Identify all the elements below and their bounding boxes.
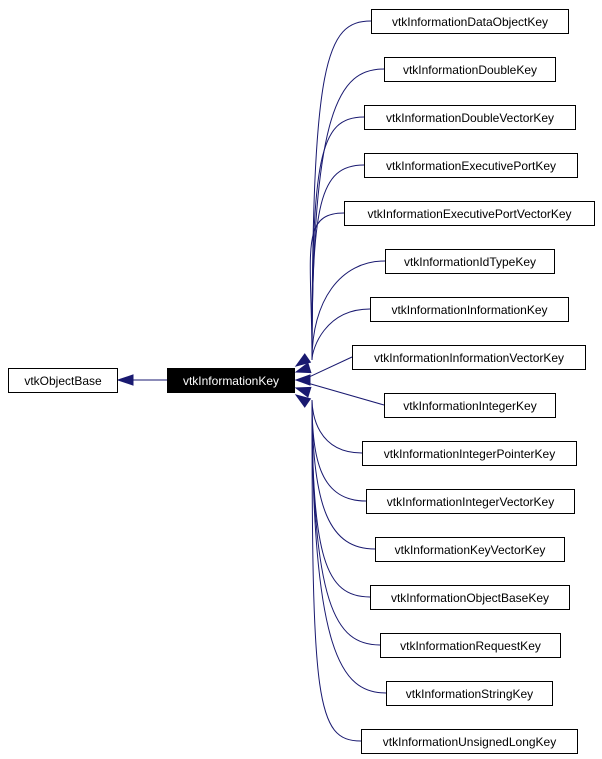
edge-information-key [311,308,371,361]
node-double-vector-key[interactable]: vtkInformationDoubleVectorKey [364,105,576,130]
edge-executive-port-key [311,164,365,361]
edge-focus-to-base [116,374,167,386]
node-integer-key[interactable]: vtkInformationIntegerKey [384,393,556,418]
node-base-label: vtkObjectBase [24,374,102,388]
node-executive-port-key[interactable]: vtkInformationExecutivePortKey [364,153,578,178]
node-integer-vector-key[interactable]: vtkInformationIntegerVectorKey [366,489,575,514]
arrowhead-focus-4 [294,394,312,408]
node-information-vector-key[interactable]: vtkInformationInformationVectorKey [352,345,586,370]
node-string-key[interactable]: vtkInformationStringKey [386,681,553,706]
node-object-base-key-label: vtkInformationObjectBaseKey [391,591,549,605]
node-focus-label: vtkInformationKey [183,374,279,388]
edge-unsigned-long-key [311,399,362,742]
edge-integer-vector-key [311,399,367,502]
node-focus[interactable]: vtkInformationKey [167,368,295,393]
edge-information-vector-key [309,356,353,378]
node-integer-pointer-key-label: vtkInformationIntegerPointerKey [384,447,555,461]
node-integer-key-label: vtkInformationIntegerKey [403,399,536,413]
node-information-key[interactable]: vtkInformationInformationKey [370,297,569,322]
edge-executive-port-vector-key [309,212,345,361]
node-request-key[interactable]: vtkInformationRequestKey [380,633,561,658]
node-data-object-key[interactable]: vtkInformationDataObjectKey [371,9,569,34]
edge-integer-pointer-key [311,399,363,454]
node-id-type-key-label: vtkInformationIdTypeKey [404,255,536,269]
edge-id-type-key [311,260,386,361]
edge-string-key [311,399,387,694]
node-data-object-key-label: vtkInformationDataObjectKey [392,15,548,29]
edge-double-vector-key [311,116,365,361]
node-unsigned-long-key[interactable]: vtkInformationUnsignedLongKey [361,729,578,754]
node-key-vector-key[interactable]: vtkInformationKeyVectorKey [375,537,565,562]
node-information-key-label: vtkInformationInformationKey [391,303,547,317]
node-object-base-key[interactable]: vtkInformationObjectBaseKey [370,585,570,610]
node-integer-vector-key-label: vtkInformationIntegerVectorKey [387,495,554,509]
arrowhead-focus-0 [294,353,312,367]
arrowhead-focus-2 [294,374,311,386]
node-executive-port-vector-key[interactable]: vtkInformationExecutivePortVectorKey [344,201,595,226]
arrowhead-base [116,374,134,386]
arrowhead-focus-3 [294,386,312,398]
edge-request-key [311,399,381,646]
arrowheads-focus [294,353,312,408]
node-base[interactable]: vtkObjectBase [8,368,118,393]
node-string-key-label: vtkInformationStringKey [406,687,533,701]
node-information-vector-key-label: vtkInformationInformationVectorKey [374,351,564,365]
edge-integer-key [309,383,385,406]
edge-key-vector-key [311,399,376,550]
node-double-vector-key-label: vtkInformationDoubleVectorKey [386,111,554,125]
inheritance-edges [309,20,387,742]
node-key-vector-key-label: vtkInformationKeyVectorKey [395,543,546,557]
node-executive-port-vector-key-label: vtkInformationExecutivePortVectorKey [367,207,571,221]
node-id-type-key[interactable]: vtkInformationIdTypeKey [385,249,555,274]
node-unsigned-long-key-label: vtkInformationUnsignedLongKey [383,735,556,749]
node-executive-port-key-label: vtkInformationExecutivePortKey [386,159,556,173]
node-double-key-label: vtkInformationDoubleKey [403,63,537,77]
child-nodes: vtkInformationDataObjectKey vtkInformatio… [344,9,595,754]
node-request-key-label: vtkInformationRequestKey [400,639,541,653]
node-integer-pointer-key[interactable]: vtkInformationIntegerPointerKey [362,441,577,466]
arrowhead-focus-1 [294,362,312,374]
node-double-key[interactable]: vtkInformationDoubleKey [384,57,556,82]
